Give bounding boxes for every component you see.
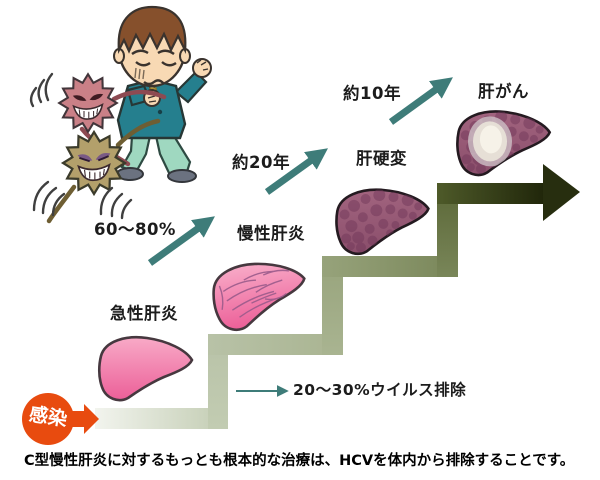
closed-eye [161,61,177,67]
infection-badge [22,393,99,445]
label-transition-20yr: 約20年 [232,153,290,172]
staircase-step-2 [208,334,343,355]
infection-arrow [71,404,99,434]
staircase-riser-1 [208,334,228,429]
label-stage-chronic: 慢性肝炎 [237,224,305,243]
hair [117,5,187,54]
staircase-riser-3 [437,183,458,277]
motion-lines [29,72,133,220]
grin-mouth [72,103,104,120]
liver-acute-illustration [97,335,194,402]
caption-text: C型慢性肝炎に対するもっとも根本的な治療は、HCVを体内から排除することです。 [24,453,575,469]
label-virus-elimination: 20〜30%ウイルス排除 [293,381,467,399]
arrow-chronic-to-cirrhosis [264,148,328,195]
transition-arrows [147,77,453,266]
label-stage-acute: 急性肝炎 [110,304,178,323]
grin-mouth [77,163,111,182]
arrow-cirrhosis-to-cancer [388,77,453,125]
arrow-acute-to-chronic [147,216,215,266]
progression-staircase [95,164,580,429]
frown-mouth [143,79,165,86]
label-stage-cancer: 肝がん [478,82,529,101]
tumor-spot [468,116,513,167]
sick-person-illustration [113,5,212,183]
virus-icon-khaki [46,118,161,224]
shoe [167,169,197,183]
raised-fist [192,58,212,78]
closed-eye [135,61,151,67]
staircase-riser-2 [322,256,343,355]
staircase-step-3 [322,256,458,277]
liver-cirrhosis-illustration [332,184,433,257]
liver-chronic-illustration [207,254,312,334]
liver-cancer-illustration [454,108,553,177]
label-stage-cirrhosis: 肝硬変 [356,149,407,168]
label-transition-10yr: 約10年 [343,84,401,103]
staircase-step-1 [95,408,228,429]
staircase-arrow-head [543,164,580,221]
label-transition-rate: 60〜80% [94,220,176,239]
staircase-arrow-shaft [437,183,545,204]
